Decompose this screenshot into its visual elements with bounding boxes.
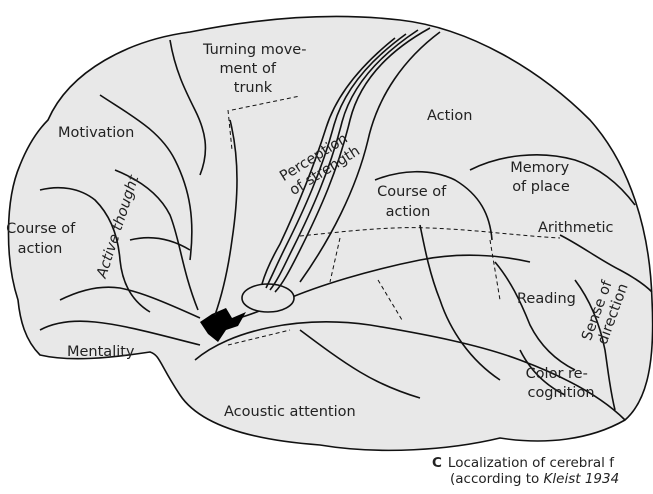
caption-letter: C — [432, 455, 442, 471]
label-mentality: Mentality — [67, 344, 135, 360]
caption-citation: Kleist 1934 — [544, 471, 620, 487]
label-motivation: Motivation — [58, 125, 134, 141]
caption-line-2-prefix: (according to — [450, 471, 544, 487]
label-acoustic-attention: Acoustic attention — [224, 404, 356, 420]
caption-line-1: Localization of cerebral f — [448, 455, 614, 471]
figure-caption: C Localization of cerebral f (according t… — [432, 455, 653, 487]
label-reading: Reading — [517, 291, 576, 307]
label-arithmetic: Arithmetic — [538, 220, 614, 236]
temporal-pole-knob — [242, 284, 294, 312]
label-action: Action — [427, 108, 472, 124]
